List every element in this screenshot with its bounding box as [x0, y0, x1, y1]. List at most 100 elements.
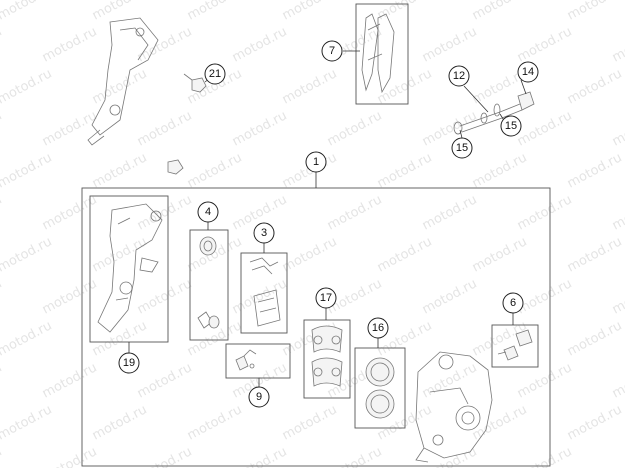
callout-label-6: 6 [510, 297, 516, 309]
watermark-text: motod.ru [565, 234, 625, 275]
watermark-text: motod.ru [515, 444, 575, 468]
callout-12: 12 [448, 65, 470, 87]
part-17-box [303, 319, 351, 399]
watermark-text: motod.ru [230, 276, 290, 317]
watermark-text: motod.ru [90, 318, 150, 359]
watermark-text: motod.ru [610, 192, 625, 233]
watermark-text: motod.ru [135, 276, 195, 317]
watermark-text: motod.ru [610, 24, 625, 65]
watermark-text: motod.ru [565, 150, 625, 191]
callout-14: 14 [517, 61, 539, 83]
watermark-text: motod.ru [40, 444, 100, 468]
watermark-text: motod.ru [515, 24, 575, 65]
watermark-text: motod.ru [0, 234, 55, 275]
watermark-text: motod.ru [0, 108, 5, 149]
part-9-bleed [235, 349, 257, 371]
callout-label-16: 16 [372, 322, 384, 334]
leader-15b [459, 129, 463, 139]
watermark-text: motod.ru [565, 0, 625, 24]
watermark-text: motod.ru [420, 24, 480, 65]
watermark-text: motod.ru [0, 66, 55, 107]
watermark-text: motod.ru [90, 150, 150, 191]
caliper-body [415, 351, 493, 463]
callout-label-19: 19 [123, 357, 135, 369]
callout-15b: 15 [451, 137, 473, 159]
part-6-pin [497, 329, 533, 361]
watermark-text: motod.ru [0, 318, 55, 359]
callout-label-12: 12 [453, 70, 465, 82]
watermark-text: motod.ru [230, 444, 290, 468]
watermark-text: motod.ru [40, 360, 100, 401]
watermark-text: motod.ru [0, 150, 55, 191]
bolt-small [167, 159, 184, 175]
watermark-text: motod.ru [135, 192, 195, 233]
callout-16: 16 [367, 317, 389, 339]
watermark-text: motod.ru [0, 444, 5, 468]
watermark-text: motod.ru [610, 276, 625, 317]
callout-4: 4 [197, 201, 219, 223]
callout-19: 19 [118, 352, 140, 374]
watermark-text: motod.ru [375, 0, 435, 24]
part-3-springs [249, 257, 281, 327]
watermark-text: motod.ru [185, 150, 245, 191]
watermark-text: motod.ru [90, 0, 150, 24]
callout-label-15b: 15 [456, 142, 468, 154]
watermark-text: motod.ru [90, 402, 150, 443]
callout-7: 7 [321, 40, 343, 62]
watermark-text: motod.ru [375, 66, 435, 107]
watermark-text: motod.ru [325, 108, 385, 149]
part-4-seals [197, 236, 220, 329]
watermark-text: motod.ru [375, 150, 435, 191]
callout-label-21: 21 [209, 68, 221, 80]
callout-label-15a: 15 [505, 120, 517, 132]
watermark-text: motod.ru [610, 108, 625, 149]
part-19-bracket [97, 203, 163, 333]
watermark-text: motod.ru [565, 66, 625, 107]
watermark-text: motod.ru [375, 234, 435, 275]
watermark-text: motod.ru [420, 192, 480, 233]
watermark-text: motod.ru [280, 234, 340, 275]
watermark-text: motod.ru [0, 276, 5, 317]
watermark-text: motod.ru [420, 276, 480, 317]
watermark-text: motod.ru [40, 192, 100, 233]
watermark-text: motod.ru [515, 108, 575, 149]
callout-label-7: 7 [329, 45, 335, 57]
callout-label-3: 3 [261, 227, 267, 239]
watermark-text: motod.ru [90, 66, 150, 107]
watermark-text: motod.ru [185, 0, 245, 24]
watermark-text: motod.ru [280, 0, 340, 24]
watermark-text: motod.ru [0, 360, 5, 401]
watermark-text: motod.ru [0, 0, 55, 24]
callout-15a: 15 [500, 115, 522, 137]
watermark-text: motod.ru [470, 234, 530, 275]
leader-14 [520, 79, 527, 95]
pin-assembly-12-14-15 [453, 91, 535, 135]
leader-12 [463, 85, 489, 113]
watermark-text: motod.ru [565, 318, 625, 359]
callout-label-1: 1 [313, 156, 319, 168]
callout-1: 1 [305, 151, 327, 173]
watermark-text: motod.ru [610, 360, 625, 401]
part-9-box [225, 343, 291, 379]
watermark-text: motod.ru [230, 24, 290, 65]
watermark-text: motod.ru [135, 108, 195, 149]
watermark-text: motod.ru [90, 234, 150, 275]
callout-label-9: 9 [256, 391, 262, 403]
callout-17: 17 [315, 287, 337, 309]
part-16-box [354, 347, 406, 429]
callout-label-14: 14 [522, 66, 534, 78]
callout-21: 21 [204, 63, 226, 85]
watermark-text: motod.ru [280, 402, 340, 443]
watermark-text: motod.ru [565, 402, 625, 443]
callout-label-17: 17 [320, 292, 332, 304]
watermark-text: motod.ru [470, 150, 530, 191]
callout-3: 3 [253, 222, 275, 244]
callout-6: 6 [502, 292, 524, 314]
watermark-text: motod.ru [280, 66, 340, 107]
watermark-text: motod.ru [0, 402, 55, 443]
watermark-text: motod.ru [325, 444, 385, 468]
part-17-pads [311, 325, 343, 387]
watermark-text: motod.ru [470, 0, 530, 24]
bolt-21 [183, 73, 207, 93]
